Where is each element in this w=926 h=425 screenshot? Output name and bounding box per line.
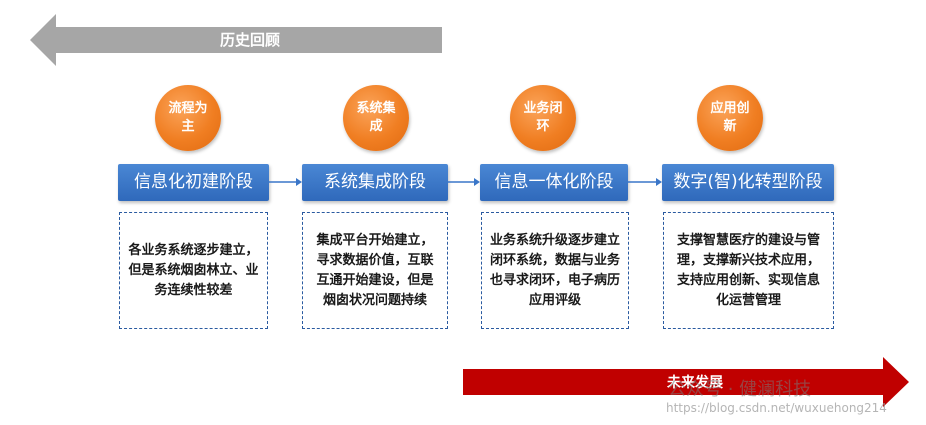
stage-integration: 系统集成阶段 bbox=[302, 164, 448, 201]
desc-unified: 业务系统升级逐步建立闭环系统，数据与业务也寻求闭环，电子病历应用评级 bbox=[481, 212, 629, 329]
circle-integration: 系统集成 bbox=[343, 85, 409, 151]
watermark: 公众号 · 健澜科技 bbox=[668, 379, 812, 400]
stage-initial: 信息化初建阶段 bbox=[118, 164, 269, 201]
future-arrow bbox=[463, 357, 909, 407]
stage-digital: 数字(智)化转型阶段 bbox=[662, 164, 834, 201]
connector-arrow-1 bbox=[269, 178, 302, 186]
desc-initial: 各业务系统逐步建立，但是系统烟囱林立、业务连续性较差 bbox=[119, 212, 268, 329]
circle-closed-loop: 业务闭环 bbox=[510, 85, 576, 151]
connector-arrow-3 bbox=[628, 178, 662, 186]
circle-process: 流程为主 bbox=[155, 85, 221, 151]
future-label: 未来发展 bbox=[667, 375, 723, 391]
desc-integration: 集成平台开始建立，寻求数据价值，互联互通开始建设，但是烟囱状况问题持续 bbox=[302, 212, 448, 329]
connector-arrow-2 bbox=[448, 178, 480, 186]
history-arrow bbox=[30, 14, 442, 66]
history-label: 历史回顾 bbox=[219, 31, 280, 49]
watermark-url: https://blog.csdn.net/wuxuehong214 bbox=[666, 401, 887, 415]
desc-digital: 支撑智慧医疗的建设与管理，支撑新兴技术应用，支持应用创新、实现信息化运营管理 bbox=[663, 212, 834, 329]
stage-unified: 信息一体化阶段 bbox=[480, 164, 628, 201]
circle-innovation: 应用创新 bbox=[697, 85, 763, 151]
